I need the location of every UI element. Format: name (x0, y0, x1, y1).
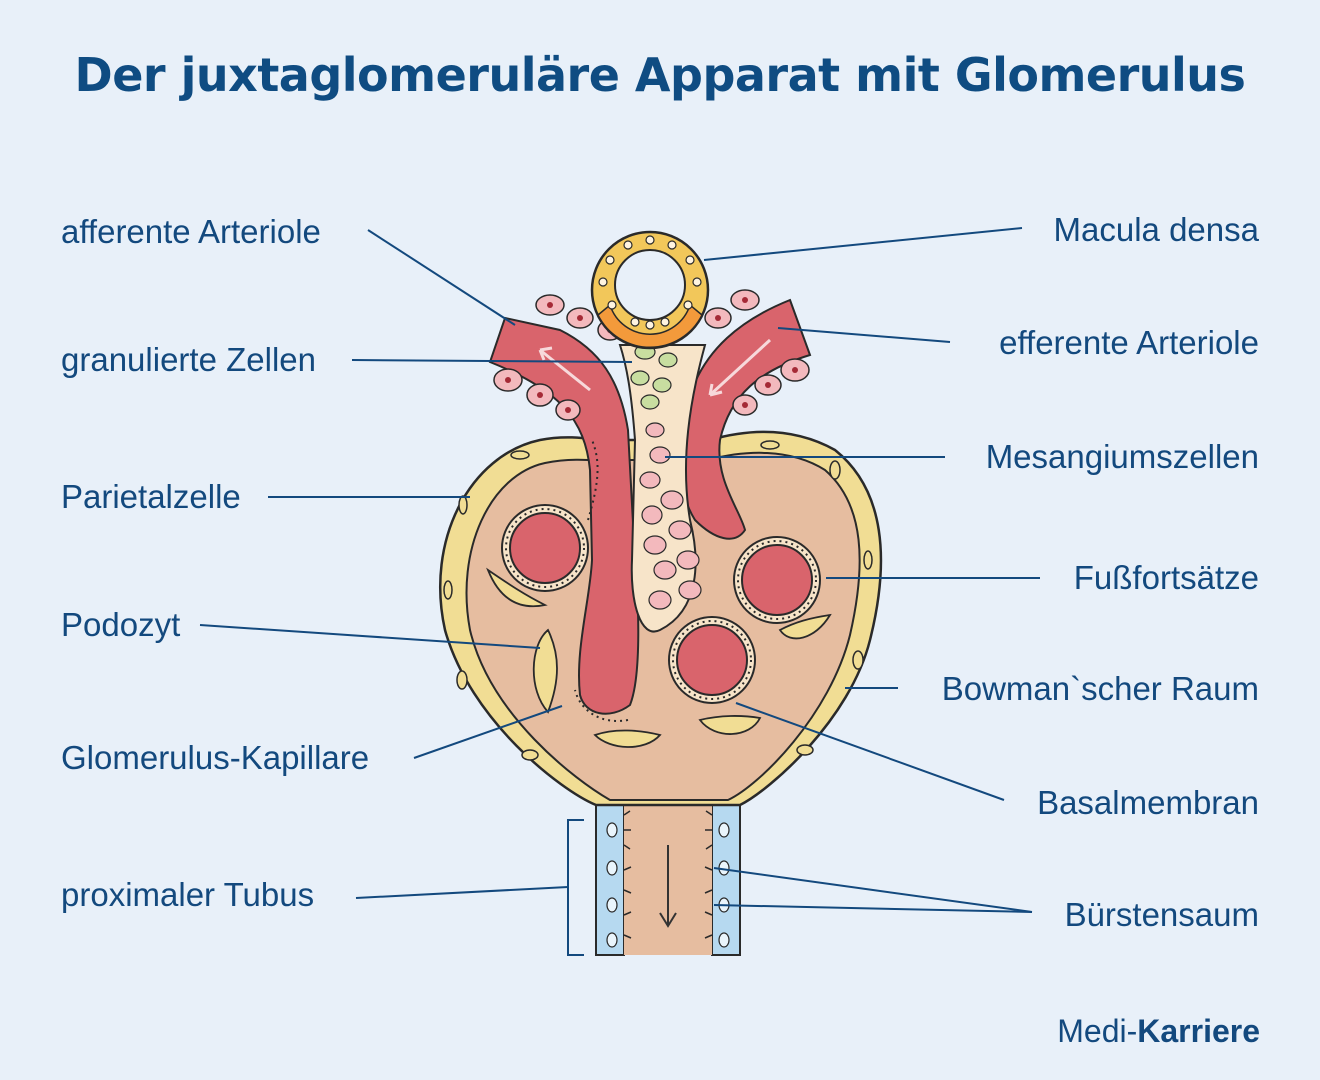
label-granulierte-zellen: granulierte Zellen (61, 341, 316, 378)
label-efferente-arteriole: efferente Arteriole (999, 324, 1259, 361)
label-parietalzelle: Parietalzelle (61, 478, 241, 515)
label-proximaler-tubus: proximaler Tubus (61, 876, 315, 913)
label-buerstensaum: Bürstensaum (1064, 896, 1259, 933)
proximal-tubule (567, 800, 741, 956)
label-basalmembran: Basalmembran (1037, 784, 1259, 821)
label-podozyt: Podozyt (61, 606, 181, 643)
brand-regular: Medi- (1057, 1013, 1138, 1049)
macula-densa-ring (590, 230, 710, 350)
podocytes (486, 567, 832, 748)
capillary-loops (501, 439, 821, 722)
label-fussfortsaetze: Fußfortsätze (1073, 559, 1259, 596)
page-title: Der juxtaglomeruläre Apparat mit Glomeru… (74, 48, 1246, 102)
label-afferente-arteriole: afferente Arteriole (61, 213, 321, 250)
label-macula-densa: Macula densa (1053, 211, 1259, 248)
brand-bold: Karriere (1137, 1013, 1260, 1049)
label-bowman-raum: Bowman`scher Raum (941, 670, 1259, 707)
mesangium (618, 344, 707, 633)
label-mesangiumszellen: Mesangiumszellen (985, 438, 1259, 475)
leader-lines (199, 227, 1040, 913)
label-glomerulus-kapillare: Glomerulus-Kapillare (61, 739, 370, 776)
brand-logo: Medi-Karriere (1057, 1013, 1260, 1050)
